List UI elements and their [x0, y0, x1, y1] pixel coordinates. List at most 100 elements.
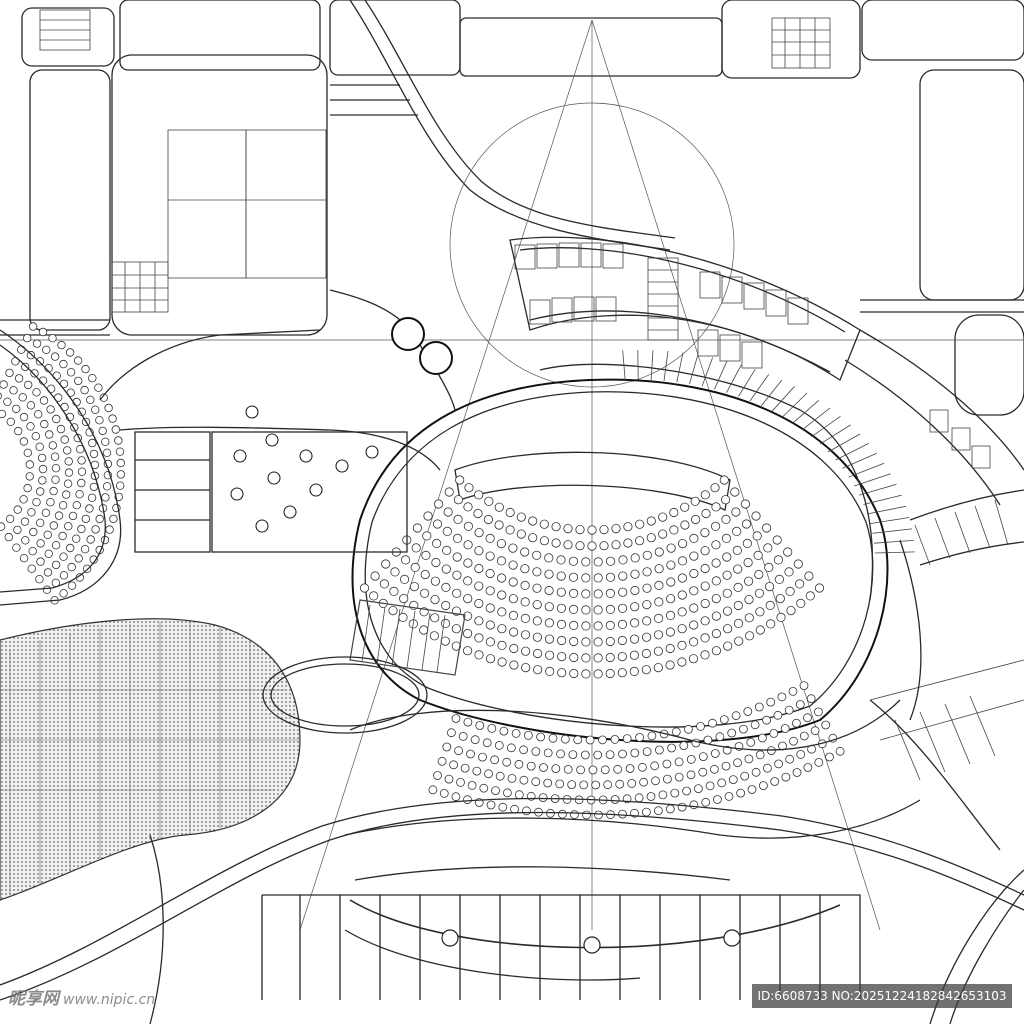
seat	[449, 760, 459, 770]
seat	[605, 620, 615, 631]
seat	[825, 752, 834, 762]
seat	[722, 588, 732, 598]
stair-tread	[726, 364, 742, 393]
seat	[803, 713, 812, 723]
cafe-table	[245, 405, 259, 419]
seat	[593, 653, 603, 663]
seat	[49, 486, 58, 496]
seat	[752, 531, 762, 541]
seat	[786, 605, 796, 616]
seat	[532, 550, 542, 560]
seat	[658, 790, 668, 800]
seat	[409, 581, 419, 592]
seat	[51, 464, 61, 473]
seat	[13, 525, 22, 535]
seat	[764, 581, 775, 592]
seat	[35, 442, 44, 451]
seat	[698, 767, 708, 777]
seat	[451, 641, 461, 651]
seat	[497, 640, 507, 651]
seat	[498, 802, 508, 812]
seat	[474, 650, 484, 660]
seat	[532, 648, 543, 659]
seat	[496, 538, 506, 549]
stair-tread	[622, 350, 626, 381]
seat	[31, 432, 40, 441]
seat	[420, 569, 430, 580]
seat	[381, 559, 391, 569]
seat	[519, 775, 529, 785]
seat	[13, 505, 22, 514]
seat	[430, 576, 440, 586]
seat	[491, 786, 501, 795]
seat	[30, 369, 39, 378]
seat	[75, 490, 84, 499]
seat	[635, 733, 644, 742]
seat	[453, 514, 463, 525]
seat	[510, 804, 519, 814]
seat	[700, 633, 710, 643]
canopy-columns	[441, 929, 741, 954]
stair-tread	[854, 473, 891, 487]
seat	[464, 483, 474, 493]
seat	[630, 602, 640, 612]
stair-tread	[819, 424, 851, 445]
seat	[650, 761, 660, 771]
seat	[19, 437, 29, 446]
seat	[104, 403, 113, 413]
seat	[689, 800, 699, 810]
seat	[653, 630, 664, 640]
seat	[677, 538, 688, 549]
seat	[708, 718, 717, 728]
seat	[539, 536, 550, 546]
seat	[731, 507, 741, 517]
seat	[473, 508, 483, 519]
stair-tread	[771, 386, 795, 412]
seat	[58, 531, 67, 541]
seat	[689, 620, 699, 630]
seat	[508, 594, 519, 604]
seat	[722, 624, 733, 634]
stair-tread	[701, 357, 713, 387]
seat	[74, 554, 83, 563]
entrance-canopy	[261, 894, 861, 1000]
seat	[65, 543, 75, 553]
seat	[593, 573, 603, 583]
seat	[654, 547, 664, 557]
seat	[516, 512, 526, 522]
seat	[521, 662, 531, 673]
seat	[785, 754, 795, 764]
seat	[689, 533, 699, 544]
seat	[575, 524, 585, 535]
seat	[751, 767, 761, 777]
seat	[758, 733, 767, 743]
seat	[806, 694, 816, 704]
seat	[441, 582, 451, 593]
seat	[669, 525, 679, 535]
seat	[91, 525, 100, 534]
seat	[580, 750, 590, 760]
seat	[770, 777, 780, 786]
seat	[497, 624, 507, 634]
seat	[641, 665, 651, 675]
seat	[581, 669, 591, 679]
seat	[600, 765, 610, 775]
seat	[734, 636, 744, 646]
seat	[482, 738, 492, 748]
seat	[599, 524, 609, 535]
seat	[509, 643, 519, 654]
seat	[0, 380, 8, 389]
seat	[733, 618, 744, 629]
seat	[474, 527, 484, 538]
seat	[641, 632, 652, 642]
seat	[784, 567, 794, 577]
seat	[753, 550, 763, 561]
seat	[744, 594, 754, 605]
seat	[700, 650, 710, 660]
seat	[51, 560, 61, 570]
seat	[463, 540, 473, 550]
seat	[94, 383, 103, 392]
seat	[576, 765, 585, 775]
seat	[799, 681, 809, 690]
seat	[662, 759, 672, 769]
